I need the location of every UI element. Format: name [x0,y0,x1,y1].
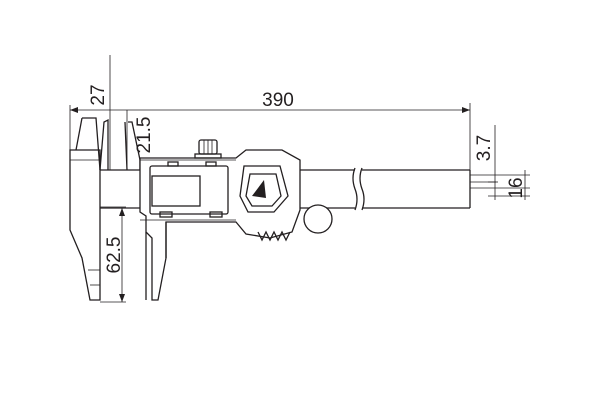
outside-jaw-dimension: 62.5 [100,206,126,303]
beam-dimensions: 3.7 16 [470,125,530,200]
fixed-jaw [69,117,101,301]
depth-offset-label: 21.5 [134,117,155,154]
thumb-roller [257,230,291,242]
outside-jaw-label: 62.5 [104,237,125,274]
inside-jaw-dimension: 27 [88,55,111,170]
adjustment-knob [303,204,333,234]
locking-screw [194,139,222,159]
triangle-icon [252,180,266,198]
beam-thickness-label: 3.7 [474,135,495,161]
inside-jaw-label: 27 [88,84,109,105]
sliding-outside-jaw [145,222,167,300]
beam-width-label: 16 [506,177,527,198]
overall-length-label: 390 [262,90,294,111]
overall-length-dimension: 390 [69,90,471,175]
mode-button [239,165,289,213]
